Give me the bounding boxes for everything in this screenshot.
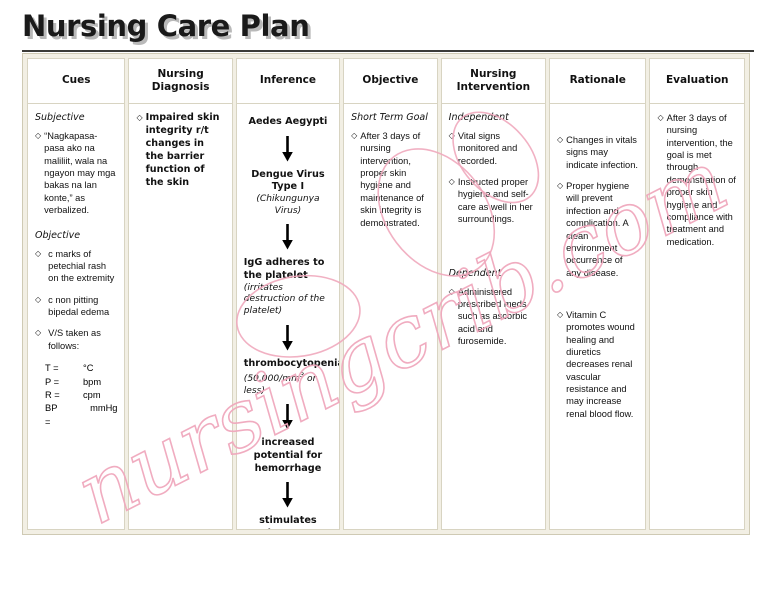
column-body-rationale: ◇ Changes in vitals signs may indicate i… [550, 104, 646, 529]
column-rationale: Rationale ◇ Changes in vitals signs may … [548, 58, 647, 530]
diamond-bullet-icon: ◇ [556, 135, 564, 144]
dependent-label: Dependent [448, 267, 502, 279]
cues-subjective-label: Subjective [35, 112, 85, 123]
diamond-bullet-icon: ◇ [448, 131, 455, 140]
column-evaluation: Evaluation ◇ After 3 days of nursing int… [649, 58, 746, 530]
column-header-cues: Cues [28, 59, 125, 104]
list-item: ◇ Vital signs monitored and recorded. [448, 131, 518, 166]
column-cues: Cues Subjective ◇ “Nagkapasa-pasa ako na… [27, 58, 126, 530]
down-arrow-icon [281, 325, 294, 351]
list-item: ◇ Impaired skin integrity r/t changes in… [136, 112, 220, 188]
short-term-goal-label: Short Term Goal [351, 112, 428, 123]
list-item: ◇ c non pitting bipedal edema [35, 294, 110, 317]
flow-node: Aedes Aegypti [248, 116, 328, 127]
vital-signs-block: T = °C P = bpm R = cpm BP = mmHg [45, 362, 117, 429]
title-divider [22, 50, 754, 52]
diamond-bullet-icon: ◇ [351, 131, 358, 140]
column-body-evaluation: ◇ After 3 days of nursing intervention, … [650, 104, 744, 529]
down-arrow-icon [281, 482, 294, 508]
vital-sign-row: P = bpm [45, 376, 102, 387]
down-arrow-icon [281, 135, 294, 162]
diamond-bullet-icon: ◇ [35, 248, 42, 258]
vital-sign-row: R = cpm [45, 389, 101, 400]
list-item: ◇ “Nagkapasa-pasa ako na maliliit, wala … [35, 131, 116, 216]
list-item: ◇ Proper hygiene will prevent infection … [556, 181, 630, 278]
flow-node: IgG adheres to the platelet (irritates d… [243, 257, 325, 317]
inference-flowchart: Aedes Aegypti Dengue Virus Type I (Chiku… [243, 112, 340, 529]
list-item: ◇ V/S taken as follows: [35, 328, 101, 351]
flow-node: increased potential for hemorrhage [253, 437, 323, 474]
list-item: ◇ Changes in vitals signs may indicate i… [556, 135, 638, 170]
flow-node-sub-thrombocytopenia: (50,000/mm3 or less) [243, 370, 317, 396]
column-body-nursing-diagnosis: ◇ Impaired skin integrity r/t changes in… [129, 104, 231, 529]
column-body-nursing-intervention: Independent ◇ Vital signs monitored and … [442, 104, 545, 529]
column-body-inference: Aedes Aegypti Dengue Virus Type I (Chiku… [237, 104, 339, 529]
list-item: ◇ Instructed proper hygiene and self-car… [448, 177, 533, 225]
column-header-nursing-diagnosis: Nursing Diagnosis [129, 59, 232, 104]
column-objective: Objective Short Term Goal ◇ After 3 days… [343, 58, 438, 530]
flow-node: Dengue Virus Type I (Chikungunya Virus) [251, 168, 325, 216]
diamond-bullet-icon: ◇ [556, 309, 564, 319]
care-plan-table: Cues Subjective ◇ “Nagkapasa-pasa ako na… [22, 53, 750, 535]
column-header-inference: Inference [236, 59, 340, 104]
diamond-bullet-icon: ◇ [448, 286, 455, 296]
flow-node: thrombocytopenia (50,000/mm3 or less) [243, 358, 340, 396]
column-header-evaluation: Evaluation [650, 59, 745, 104]
list-item: ◇ c marks of petechial rash on the extre… [35, 248, 115, 284]
independent-label: Independent [448, 112, 509, 123]
list-item: ◇ After 3 days of nursing intervention, … [657, 113, 736, 247]
column-nursing-diagnosis: Nursing Diagnosis ◇ Impaired skin integr… [128, 58, 233, 530]
diamond-bullet-icon: ◇ [448, 177, 455, 187]
list-item: ◇ Administered prescribed meds such as a… [448, 286, 528, 346]
diamond-bullet-icon: ◇ [35, 131, 42, 140]
column-nursing-intervention: Nursing Intervention Independent ◇ Vital… [440, 58, 546, 530]
diamond-bullet-icon: ◇ [136, 113, 143, 122]
column-header-nursing-intervention: Nursing Intervention [441, 59, 545, 104]
diamond-bullet-icon: ◇ [35, 328, 42, 338]
flow-node: stimulates intense inflammatory response [259, 515, 317, 529]
column-header-objective: Objective [344, 59, 437, 104]
column-body-cues: Subjective ◇ “Nagkapasa-pasa ako na mali… [28, 104, 124, 529]
column-body-objective: Short Term Goal ◇ After 3 days of nursin… [344, 104, 437, 529]
diamond-bullet-icon: ◇ [556, 181, 564, 191]
list-item: ◇ Vitamin C promotes wound healing and d… [556, 309, 635, 419]
diamond-bullet-icon: ◇ [35, 294, 42, 304]
down-arrow-icon [281, 404, 294, 430]
vital-sign-row: BP = mmHg [45, 403, 118, 427]
column-header-rationale: Rationale [549, 59, 646, 104]
column-inference: Inference Aedes Aegypti Dengue Virus Typ… [235, 58, 341, 530]
list-item: ◇ After 3 days of nursing intervention, … [351, 131, 424, 228]
vital-sign-row: T = °C [45, 363, 94, 374]
cues-objective-label: Objective [35, 229, 81, 241]
down-arrow-icon [281, 224, 294, 250]
page-title: Nursing Care Plan [22, 9, 310, 43]
diamond-bullet-icon: ◇ [657, 113, 664, 122]
